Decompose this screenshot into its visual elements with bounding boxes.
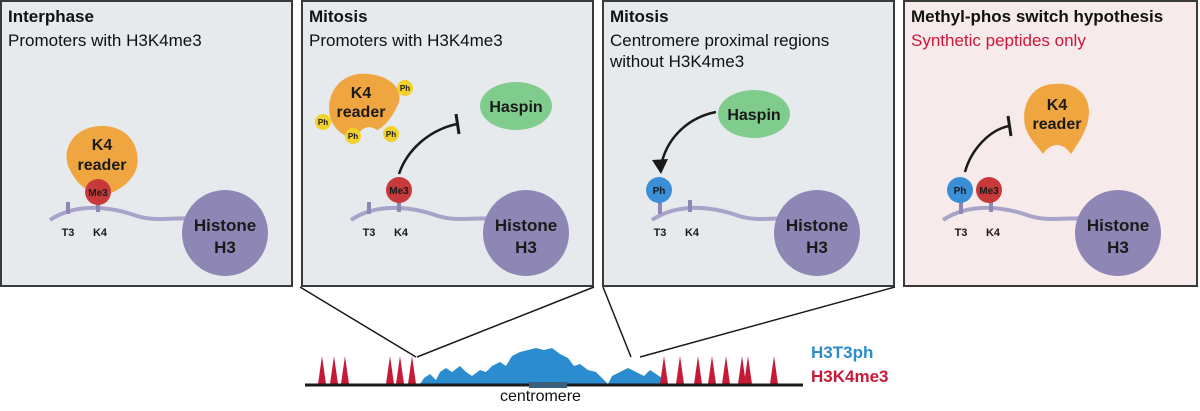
k4-reader-label-1: K4 <box>92 137 113 154</box>
inhibition-bar <box>1006 115 1013 137</box>
ph-mark <box>383 126 399 142</box>
k4-reader-label-1: K4 <box>1047 97 1068 114</box>
panel-illustration: Histone H3 Me3 K4 reader Ph Ph Ph Ph Has… <box>315 73 569 276</box>
peak <box>676 356 684 384</box>
k4-reader-shape <box>329 73 400 139</box>
centromere-label: centromere <box>500 388 581 405</box>
ph-label: Ph <box>386 130 396 139</box>
haspin-ellipse <box>480 82 552 130</box>
peak <box>722 356 730 384</box>
inhibition-arrow <box>397 122 458 175</box>
k4-reader-label-1: K4 <box>351 85 372 102</box>
panel-illustration: Histone H3 Ph Me3 K4 reader T3 K4 <box>941 83 1161 276</box>
histone-label-1: Histone <box>194 216 256 235</box>
panel-title: Mitosis <box>610 7 669 26</box>
histone-h3-circle <box>774 190 860 276</box>
me3-mark <box>386 177 412 203</box>
ph-label: Ph <box>348 132 358 141</box>
me3-label: Me3 <box>88 188 108 199</box>
histone-label-1: Histone <box>786 216 848 235</box>
ph-mark <box>947 177 973 203</box>
panel-subtitle: Centromere proximal regions without H3K4… <box>610 31 830 71</box>
k4-reader-label-2: reader <box>78 157 127 174</box>
k4-reader-shape <box>1024 83 1089 154</box>
haspin-ellipse <box>718 90 790 138</box>
ph-label: Ph <box>954 186 967 197</box>
histone-label-1: Histone <box>1087 216 1149 235</box>
t3-label: T3 <box>363 227 376 239</box>
histone-label-2: H3 <box>1107 238 1129 257</box>
legend-h3k4me3: H3K4me3 <box>811 367 889 386</box>
peak <box>770 356 778 384</box>
peak <box>738 356 746 384</box>
k4-label: K4 <box>394 227 409 239</box>
t3-label: T3 <box>654 227 667 239</box>
me3-mark <box>976 177 1002 203</box>
peak <box>396 356 404 384</box>
t3-label: T3 <box>62 227 75 239</box>
zoom-line <box>639 286 896 358</box>
panel-mitosis-promoters: Mitosis Promoters with H3K4me3 Histone H… <box>301 0 594 287</box>
h3k4me3-peaks <box>318 356 778 384</box>
peak <box>708 356 716 384</box>
peak <box>341 356 349 384</box>
peak <box>330 356 338 384</box>
peak <box>744 356 752 384</box>
h3t3ph-signal <box>420 348 666 384</box>
peak <box>386 356 394 384</box>
histone-h3-circle <box>182 190 268 276</box>
histone-h3-circle <box>1075 190 1161 276</box>
k4-label: K4 <box>93 227 108 239</box>
zoom-line <box>602 286 632 358</box>
me3-label: Me3 <box>979 186 999 197</box>
peak <box>694 356 702 384</box>
centromere-block <box>529 382 567 388</box>
k4-reader-label-2: reader <box>1033 116 1082 133</box>
k4-label: K4 <box>986 227 1001 239</box>
ph-label: Ph <box>653 186 666 197</box>
me3-mark <box>85 179 111 205</box>
t3-label: T3 <box>955 227 968 239</box>
phosphorylation-arrow <box>659 110 717 167</box>
ph-mark <box>315 114 331 130</box>
ph-mark <box>646 177 672 203</box>
inhibition-arrow <box>963 124 1010 173</box>
panel-mitosis-centromere: Mitosis Centromere proximal regions with… <box>602 0 895 287</box>
haspin-label: Haspin <box>489 99 542 116</box>
histone-label-1: Histone <box>495 216 557 235</box>
ph-mark <box>345 128 361 144</box>
k4-reader-label-2: reader <box>337 104 386 121</box>
zoom-line <box>416 286 595 358</box>
ph-label: Ph <box>400 84 410 93</box>
legend-h3t3ph: H3T3ph <box>811 343 874 362</box>
panel-illustration: Histone H3 Ph Haspin T3 K4 <box>646 90 860 276</box>
panel-illustration: Histone H3 K4 reader Me3 T3 K4 <box>48 126 268 276</box>
arrow-head <box>652 159 668 174</box>
peak <box>660 356 668 384</box>
haspin-label: Haspin <box>727 107 780 124</box>
k4-label: K4 <box>685 227 700 239</box>
panel-subtitle: Synthetic peptides only <box>911 31 1086 50</box>
histone-h3-circle <box>483 190 569 276</box>
panel-title: Methyl-phos switch hypothesis <box>911 7 1164 26</box>
histone-label-2: H3 <box>806 238 828 257</box>
panel-subtitle: Promoters with H3K4me3 <box>8 31 202 50</box>
k4-reader-shape <box>66 126 138 196</box>
inhibition-bar <box>454 113 461 135</box>
panel-title: Interphase <box>8 7 94 26</box>
me3-label: Me3 <box>389 186 409 197</box>
ph-label: Ph <box>318 118 328 127</box>
panel-title: Mitosis <box>309 7 368 26</box>
panel-interphase: Interphase Promoters with H3K4me3 Histon… <box>0 0 293 287</box>
panel-subtitle: Promoters with H3K4me3 <box>309 31 503 50</box>
peak <box>318 356 326 384</box>
panel-methyl-phos-switch: Methyl-phos switch hypothesis Synthetic … <box>903 0 1198 287</box>
histone-label-2: H3 <box>515 238 537 257</box>
histone-label-2: H3 <box>214 238 236 257</box>
ph-mark <box>397 80 413 96</box>
zoom-line <box>299 286 417 358</box>
peak <box>408 356 416 384</box>
